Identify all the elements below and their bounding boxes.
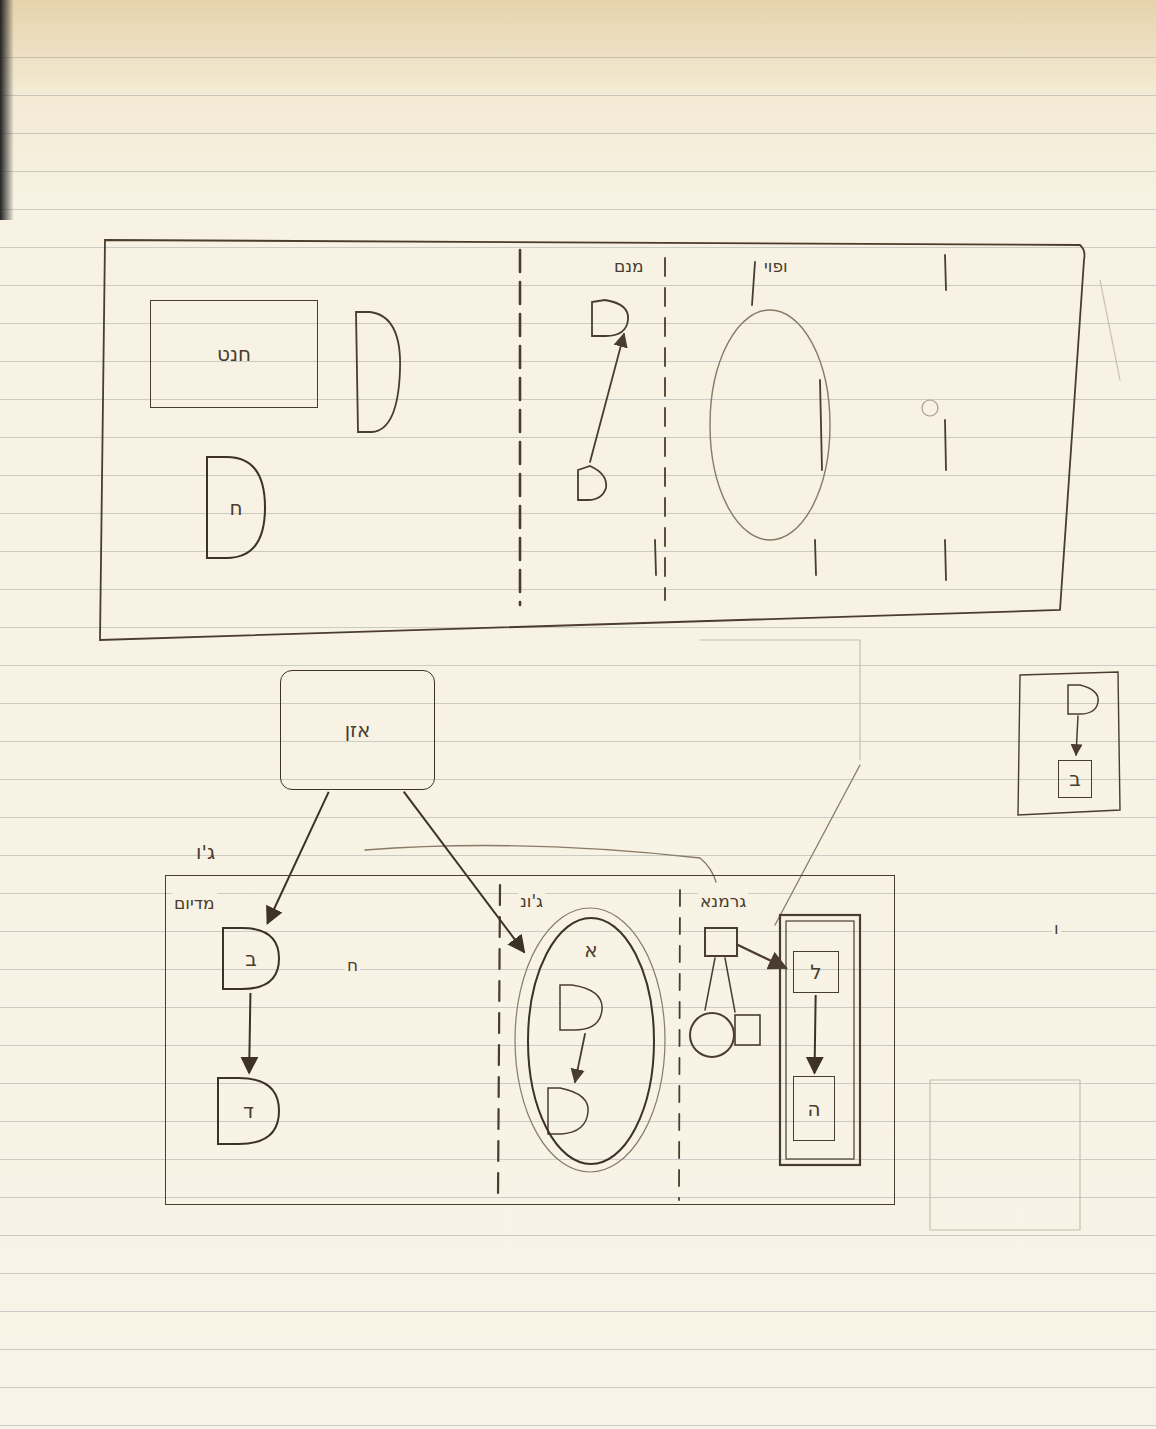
inner-box: ה <box>793 1076 835 1141</box>
node-text: ב <box>1069 767 1081 791</box>
scan-edge <box>0 0 14 220</box>
d-shape: ח <box>205 455 267 560</box>
column-label: גרמנא <box>698 891 748 911</box>
inner-box: ל <box>793 951 839 993</box>
node-text: ג'ו <box>196 840 215 864</box>
column-label: ו <box>1052 918 1061 938</box>
arrow-connector <box>404 792 524 952</box>
small-square: ב <box>1058 760 1092 798</box>
node-text: חנט <box>217 342 251 366</box>
column-label: מדיום <box>172 893 217 913</box>
column-label: מנם <box>612 256 646 276</box>
panel-box: ג'ובדאלה <box>165 875 895 1205</box>
arrow-connector <box>267 792 328 923</box>
d-shape: ב <box>221 926 281 991</box>
source-box: אזן <box>280 670 435 790</box>
arrow-connector <box>815 995 816 1073</box>
node-text: א <box>584 938 597 962</box>
sketch-box: חנט <box>150 300 318 408</box>
node-text: ה <box>807 1097 820 1121</box>
node-text: ל <box>810 960 821 984</box>
column-label: ח <box>345 955 360 975</box>
node-text: ד <box>243 1099 254 1123</box>
d-shape: ד <box>216 1076 281 1146</box>
ellipse-region: א <box>526 916 656 1166</box>
node-text: ב <box>245 947 257 971</box>
column-label: ופוי <box>762 256 790 276</box>
node-text: אזן <box>345 718 371 742</box>
column-label: ג'ונ <box>518 891 545 911</box>
arrow-connector <box>249 993 250 1073</box>
node-text: ח <box>229 496 242 520</box>
